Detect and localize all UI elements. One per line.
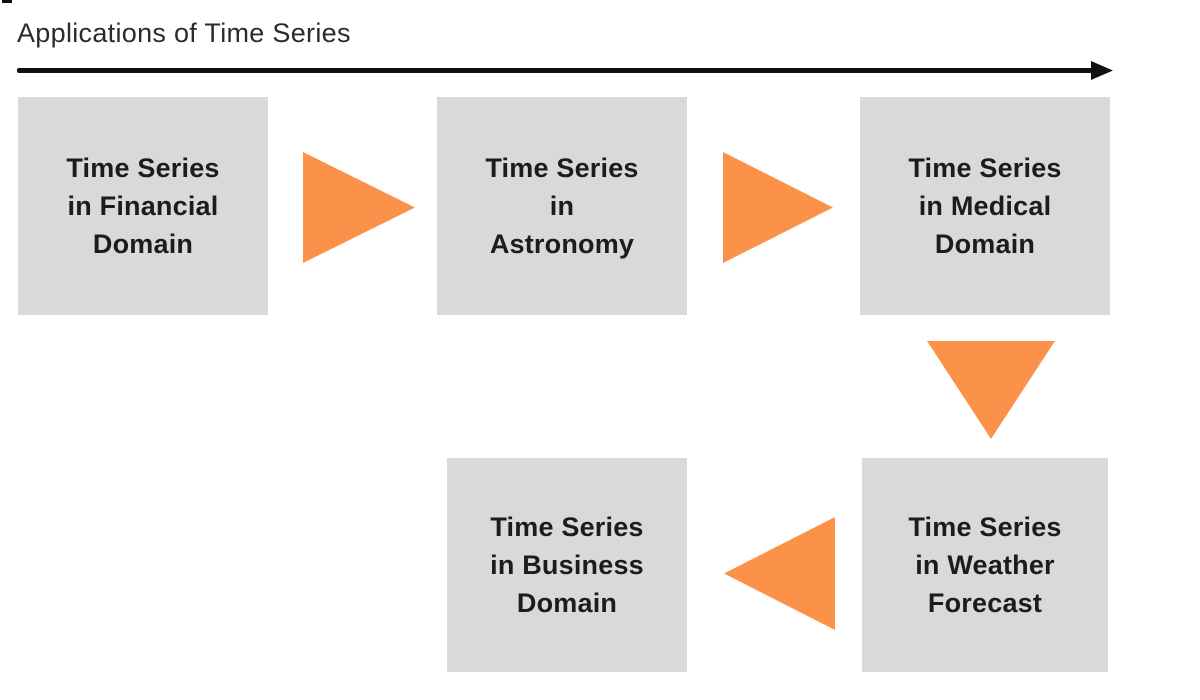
corner-dash (2, 0, 12, 3)
node-label: Time Series in Astronomy (485, 152, 639, 260)
connector-right-arrow-icon (303, 152, 415, 263)
node-label: Time Series in Weather Forecast (908, 511, 1062, 619)
node-label: Time Series in Business Domain (490, 511, 644, 619)
node-label: Time Series in Financial Domain (66, 152, 220, 260)
node-weather-forecast: Time Series in Weather Forecast (862, 458, 1108, 672)
node-financial-domain: Time Series in Financial Domain (18, 97, 268, 315)
timeline-arrow-line (17, 68, 1095, 73)
timeline-arrowhead-icon (1091, 61, 1113, 80)
node-business-domain: Time Series in Business Domain (447, 458, 687, 672)
connector-right-arrow-icon (723, 152, 833, 263)
node-medical-domain: Time Series in Medical Domain (860, 97, 1110, 315)
connector-left-arrow-icon (724, 517, 835, 630)
diagram-title: Applications of Time Series (17, 18, 351, 48)
connector-down-arrow-icon (927, 341, 1055, 439)
node-label: Time Series in Medical Domain (908, 152, 1062, 260)
node-astronomy: Time Series in Astronomy (437, 97, 687, 315)
